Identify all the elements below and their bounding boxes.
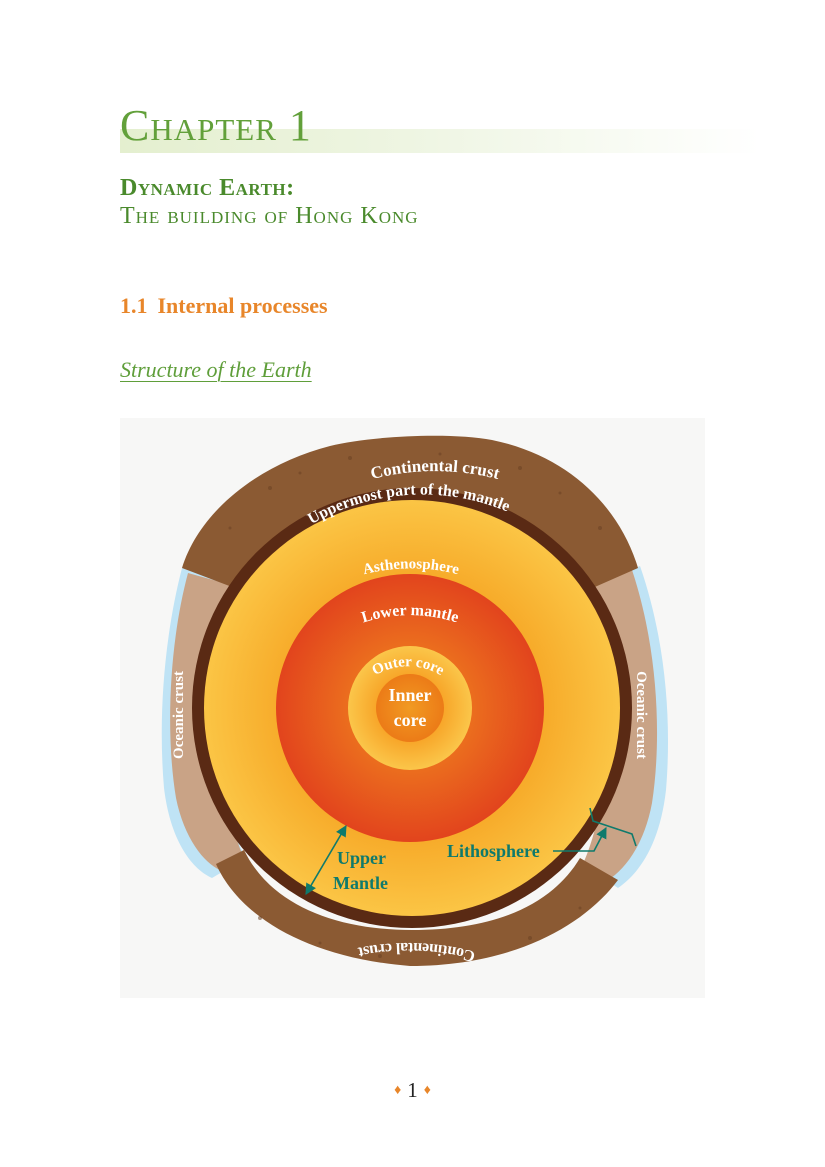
label-inner-core-1: Inner: [388, 685, 431, 705]
label-asthenosphere: Asthenosphere: [361, 556, 461, 578]
footer-ornament-right: ♦: [423, 1083, 431, 1098]
section-number: 1.1: [120, 293, 148, 318]
inner-core-layer: [376, 674, 444, 742]
subsection-title: Structure of the Earth: [120, 357, 312, 382]
crust-texture: [228, 452, 602, 958]
lithosphere-arrow: [553, 827, 607, 852]
subtitle-line-2: The building of Hong Kong: [120, 202, 419, 229]
earth-structure-figure: Continental crust Uppermost part of the …: [120, 418, 705, 998]
continental-crust-top-band: [182, 435, 638, 590]
page-number: 1: [407, 1078, 418, 1102]
label-lithosphere: Lithosphere: [447, 841, 540, 861]
lithosphere-bracket: [589, 807, 637, 847]
earth-structure-diagram: Continental crust Uppermost part of the …: [120, 418, 705, 998]
chapter-title: Chapter 1: [120, 101, 312, 150]
continental-crust-bottom-band: [216, 850, 618, 966]
subtitle-line-1: Dynamic Earth:: [120, 175, 295, 201]
chapter-title-band: [120, 129, 760, 153]
label-upper-mantle-1: Upper: [337, 848, 386, 868]
footer-ornament-left: ♦: [394, 1083, 402, 1098]
chapter-subtitle: Dynamic Earth: The building of Hong Kong: [120, 175, 419, 230]
section-heading: 1.1 Internal processes: [120, 293, 328, 319]
page-footer: ♦ 1 ♦: [0, 1078, 825, 1103]
label-oceanic-crust-left: Oceanic crust: [171, 671, 187, 759]
label-upper-mantle-2: Mantle: [333, 873, 388, 893]
label-inner-core-2: core: [394, 710, 427, 730]
label-oceanic-crust-right: Oceanic crust: [633, 671, 649, 759]
section-title: Internal processes: [157, 293, 328, 318]
upper-mantle-arrow: [305, 825, 347, 895]
